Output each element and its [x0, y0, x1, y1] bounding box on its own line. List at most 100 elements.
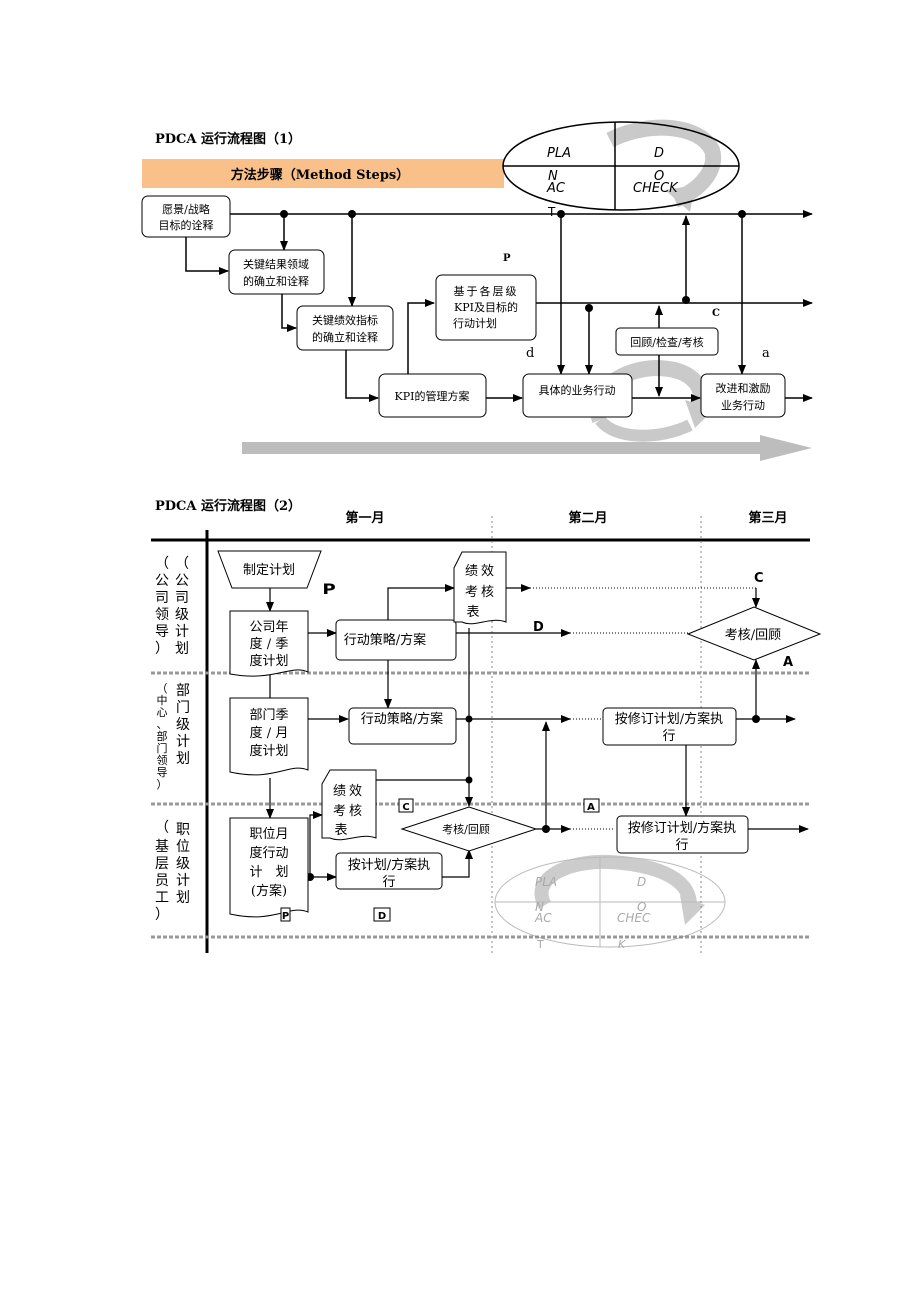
svg-text:部: 部 [176, 683, 190, 699]
letter-d: d [526, 346, 534, 361]
svg-text:领: 领 [157, 754, 168, 767]
svg-text:部: 部 [157, 729, 168, 743]
svg-text:（: （ [155, 556, 169, 572]
svg-text:表: 表 [466, 605, 479, 620]
pdca1-do-a: D [654, 146, 664, 161]
svg-text:司: 司 [155, 590, 169, 606]
marker-a-company: A [783, 655, 793, 670]
connector [309, 811, 323, 877]
pdca2-act-a: AC [534, 911, 552, 925]
pdca-watermark-2: PLA N D O AC T CHEC K [494, 854, 726, 951]
svg-text:导: 导 [157, 766, 168, 779]
svg-text:计: 计 [176, 734, 190, 750]
pdca2-check-b: K [618, 938, 626, 951]
svg-text:（: （ [175, 556, 189, 572]
box-exec-plan: 按计划/方案执 行 [335, 852, 443, 890]
marker-c-company: C [754, 571, 764, 586]
connector [442, 849, 473, 878]
svg-text:度 / 月: 度 / 月 [250, 725, 289, 741]
marker-c-job: C [398, 798, 414, 813]
svg-text:）: ） [155, 641, 169, 657]
svg-text:行: 行 [675, 838, 688, 853]
svg-text:(方案): (方案) [251, 883, 287, 899]
svg-text:）: ） [155, 907, 169, 923]
diagram-1-title: PDCA 运行流程图（1） [155, 131, 301, 147]
month-3: 第三月 [748, 510, 787, 526]
box-company-plan: 公司年 度 / 季 度计划 [229, 610, 309, 677]
pdca2-plan-b: N [535, 900, 544, 914]
svg-text:表: 表 [334, 823, 347, 838]
box-kpi-management: KPI的管理方案 [378, 373, 487, 418]
pdca-ellipse-1: PLA N D O AC T CHECK [502, 121, 740, 219]
svg-text:（: （ [157, 682, 168, 695]
box-perf-form-1: 绩效 考核 表 [453, 551, 507, 625]
diagram-1: PDCA 运行流程图（1） 方法步骤（Method Steps） PLA N D… [141, 119, 813, 461]
svg-text:C: C [402, 802, 409, 813]
svg-text:行: 行 [382, 875, 395, 890]
junction-dot [465, 715, 473, 723]
svg-text:职位月: 职位月 [249, 827, 288, 842]
svg-text:行: 行 [662, 729, 675, 744]
svg-text:考核/回顾: 考核/回顾 [725, 628, 781, 643]
box-review: 回顾/检查/考核 [615, 327, 719, 356]
svg-text:按计划/方案执: 按计划/方案执 [348, 857, 430, 873]
svg-text:级: 级 [176, 717, 190, 733]
diagram-2-title: PDCA 运行流程图（2） [155, 498, 301, 514]
svg-text:改进和激励: 改进和激励 [716, 381, 771, 395]
box-perf-form-2: 绩效 考核 表 [321, 769, 377, 841]
box-exec-revised-2: 按修订计划/方案执 行 [616, 815, 749, 854]
pdca1-plan-b: N [548, 169, 558, 184]
svg-text:计: 计 [176, 873, 190, 889]
lane-label-dept: 部 门 级 计 划 （ 中 心 、 部 门 领 导 ） [157, 682, 191, 791]
box-vision: 愿景/战略 目标的诠释 [141, 195, 231, 238]
svg-text:公司年: 公司年 [249, 620, 288, 635]
pdca1-plan-a: PLA [547, 146, 571, 161]
marker-p-job: P [280, 907, 291, 922]
box-kpi: 关键绩效指标 的确立和诠释 [296, 305, 394, 351]
svg-text:划: 划 [176, 890, 190, 906]
connector [345, 350, 379, 402]
marker-d-company: D [533, 620, 544, 635]
connector [407, 299, 435, 374]
svg-text:基于各层级: 基于各层级 [454, 284, 519, 298]
letter-p: P [503, 253, 511, 264]
box-kra: 关键结果领域 的确立和诠释 [228, 249, 325, 295]
cycle-arrow-watermark-top [606, 119, 722, 212]
box-strategy-1: 行动策略/方案 [335, 619, 457, 661]
svg-text:度计划: 度计划 [249, 653, 288, 669]
svg-text:绩效: 绩效 [333, 784, 365, 799]
pdca2-do-b: O [637, 900, 646, 914]
svg-text:计 划: 计 划 [249, 865, 288, 880]
box-job-plan: 职位月 度行动 计 划 (方案) [229, 817, 309, 918]
svg-text:考核: 考核 [465, 585, 497, 600]
pdca1-check: CHECK [633, 181, 679, 196]
box-strategy-2: 行动策略/方案 [348, 707, 457, 745]
svg-text:层: 层 [155, 856, 169, 872]
pdca1-do-b: O [654, 169, 664, 184]
marker-a-job: A [583, 798, 600, 813]
svg-text:公: 公 [175, 573, 189, 589]
svg-text:划: 划 [176, 751, 190, 767]
svg-text:级: 级 [176, 856, 190, 872]
svg-text:工: 工 [155, 890, 169, 906]
box-action-plan: 基于各层级 KPI及目标的 行动计划 [435, 274, 537, 341]
box-improve: 改进和激励 业务行动 [700, 373, 786, 418]
connector [281, 294, 297, 332]
svg-text:具体的业务行动: 具体的业务行动 [539, 383, 616, 397]
pdca2-do-a: D [637, 875, 646, 889]
box-make-plan: 制定计划 [217, 550, 322, 589]
svg-text:按修订计划/方案执: 按修订计划/方案执 [628, 820, 736, 836]
pdca1-act-a: AC [546, 181, 566, 196]
svg-text:中: 中 [157, 694, 168, 707]
svg-text:行动计划: 行动计划 [453, 317, 497, 330]
svg-text:度行动: 度行动 [249, 845, 288, 861]
svg-text:门: 门 [157, 741, 168, 755]
svg-text:按修订计划/方案执: 按修订计划/方案执 [615, 711, 723, 727]
svg-text:关键绩效指标: 关键绩效指标 [312, 313, 378, 327]
marker-p-company: P [322, 581, 335, 597]
svg-text:KPI及目标的: KPI及目标的 [454, 300, 518, 314]
svg-text:度计划: 度计划 [249, 743, 288, 759]
junction-dot [752, 715, 760, 723]
svg-text:业务行动: 业务行动 [721, 399, 765, 412]
